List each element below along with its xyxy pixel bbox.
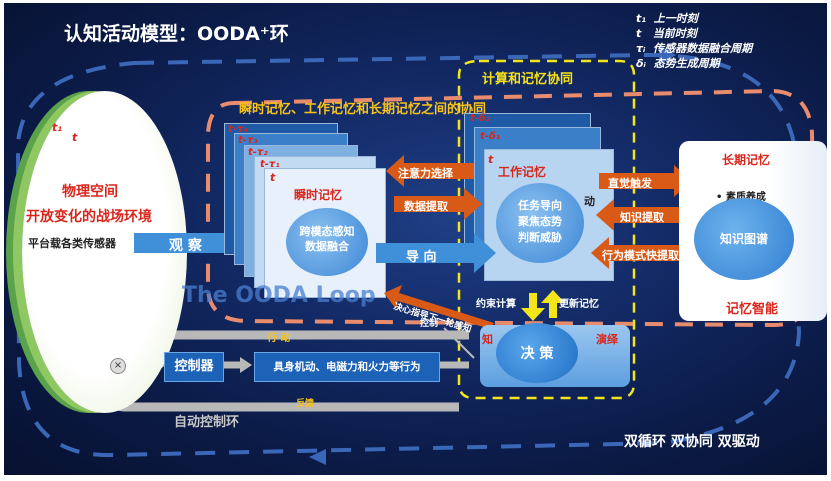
- legend-sym: t: [636, 27, 642, 40]
- stack-label: t-δ₁: [480, 131, 501, 142]
- memory-sync-label: 瞬时记忆、工作记忆和长期记忆之间的协同: [239, 102, 487, 117]
- outer-loop-dashed: [15, 52, 802, 458]
- orient-arrow: [376, 233, 496, 273]
- battlefield-label: 开放变化的战场环境: [26, 209, 152, 225]
- long-term-memory-title: 长期记忆: [722, 153, 771, 167]
- slogan: 双循环 双协同 双驱动: [624, 434, 760, 450]
- top-loop-arrowhead: [659, 45, 676, 65]
- auto-control-label: 自动控制环: [174, 415, 240, 430]
- controller-box: 控制器: [164, 352, 224, 382]
- memory-sync-dashed: [206, 88, 817, 328]
- pattern-extract-arrow: [591, 237, 694, 269]
- knowledge-extract-label: 知识提取: [620, 211, 664, 224]
- situation-bubble: 任务导向 聚焦态势 判断威胁: [496, 183, 584, 263]
- minus-sign: -: [102, 373, 107, 387]
- compute-memory-label: 计算和记忆协同: [482, 72, 574, 87]
- bottom-loop-arrowhead: [309, 449, 326, 465]
- decision-left-partial: 知: [482, 333, 493, 346]
- constraint-arrow: [521, 293, 545, 321]
- compute-memory-dashed: [457, 59, 636, 400]
- stack-label: t: [270, 171, 276, 184]
- orient-label: 导 向: [406, 250, 437, 265]
- legend-sym: τᵢ: [636, 42, 646, 55]
- ooda-loop-label: The OODA Loop: [182, 283, 376, 308]
- observe-label: 观 察: [169, 238, 202, 254]
- knowledge-graph-text: 知识图谱: [719, 232, 768, 246]
- legend-text: 态势生成周期: [653, 57, 720, 70]
- diagram-canvas: 认知活动模型：OODA⁺环 t₁ 上一时刻 t 当前时刻 τᵢ 传感器数据融合周…: [4, 3, 827, 475]
- attention-arrow: [386, 155, 474, 187]
- knowledge-extract-arrow: [596, 199, 694, 231]
- situation-bubble-text: 任务导向 聚焦态势 判断威胁: [518, 199, 562, 244]
- quality-bullet-text: 素质养成: [726, 192, 766, 203]
- legend-sym: t₁: [636, 12, 647, 25]
- intuition-arrow: [599, 165, 692, 197]
- intuition-label: 直觉触发: [608, 177, 652, 190]
- fusion-bubble: 跨模态感知 数据融合: [286, 208, 368, 276]
- update-memory-label: 更新记忆: [559, 299, 599, 310]
- t1-label: t₁: [52, 121, 63, 134]
- attention-label: 注意力选择: [398, 167, 453, 180]
- stack-label: t-τ₄: [228, 124, 248, 135]
- legend-sym: δᵢ: [636, 57, 646, 70]
- decision-to-control: [443, 327, 475, 359]
- fusion-bubble-text: 跨模态感知 数据融合: [299, 225, 355, 253]
- physical-space-label: 物理空间: [62, 184, 118, 200]
- legend-text: 上一时刻: [653, 12, 698, 25]
- memory-intelligence-label: 记忆智能: [726, 302, 779, 317]
- stack-label: t-τ₂: [248, 147, 268, 158]
- legend-text: 传感器数据融合周期: [653, 42, 753, 55]
- stack-label: t: [488, 153, 494, 166]
- plus-sign: +: [102, 344, 113, 358]
- stack-label: t-τ₁: [260, 159, 280, 170]
- update-memory-arrow: [541, 290, 565, 318]
- stack-label: t-δ₂: [470, 113, 491, 124]
- controller-arrowhead: [240, 357, 252, 373]
- control-label: 控制: [420, 319, 439, 329]
- quality-bullet: • 素质养成: [716, 188, 766, 203]
- knowledge-graph-bubble: 知识图谱: [694, 198, 794, 280]
- memory-arrows: [376, 155, 694, 329]
- legend-text: 当前时刻: [652, 27, 697, 40]
- instant-memory-title: 瞬时记忆: [294, 188, 343, 202]
- t-label: t: [72, 131, 78, 144]
- behavior-label: 具身机动、电磁力和火力等行为: [273, 361, 421, 373]
- action-label: 行 动: [267, 333, 291, 344]
- constraint-label: 约束计算: [476, 299, 516, 310]
- controller-label: 控制器: [174, 359, 214, 374]
- decision-bubble: 决 策: [496, 323, 578, 383]
- time-legend: t₁ 上一时刻 t 当前时刻 τᵢ 传感器数据融合周期 δᵢ 态势生成周期: [636, 11, 752, 71]
- working-memory-title: 工作记忆: [498, 165, 547, 179]
- working-memory-partial: 动: [584, 195, 595, 208]
- summing-junction: ×: [110, 358, 126, 374]
- sensors-label: 平台载各类传感器: [28, 237, 116, 250]
- pattern-extract-label: 行为模式快提取: [602, 249, 679, 262]
- decision-text: 决 策: [520, 346, 554, 362]
- decision-guide-arrow: [384, 285, 494, 329]
- decision-right-partial: 演绎: [596, 333, 618, 346]
- behavior-box: 具身机动、电磁力和火力等行为: [254, 352, 440, 382]
- data-extract-label: 数据提取: [404, 200, 448, 213]
- stack-label: t-τ₃: [238, 135, 258, 146]
- feedback-label: 反馈: [296, 399, 315, 409]
- diagram-title: 认知活动模型：OODA⁺环: [64, 23, 289, 45]
- data-extract-arrow: [394, 188, 482, 220]
